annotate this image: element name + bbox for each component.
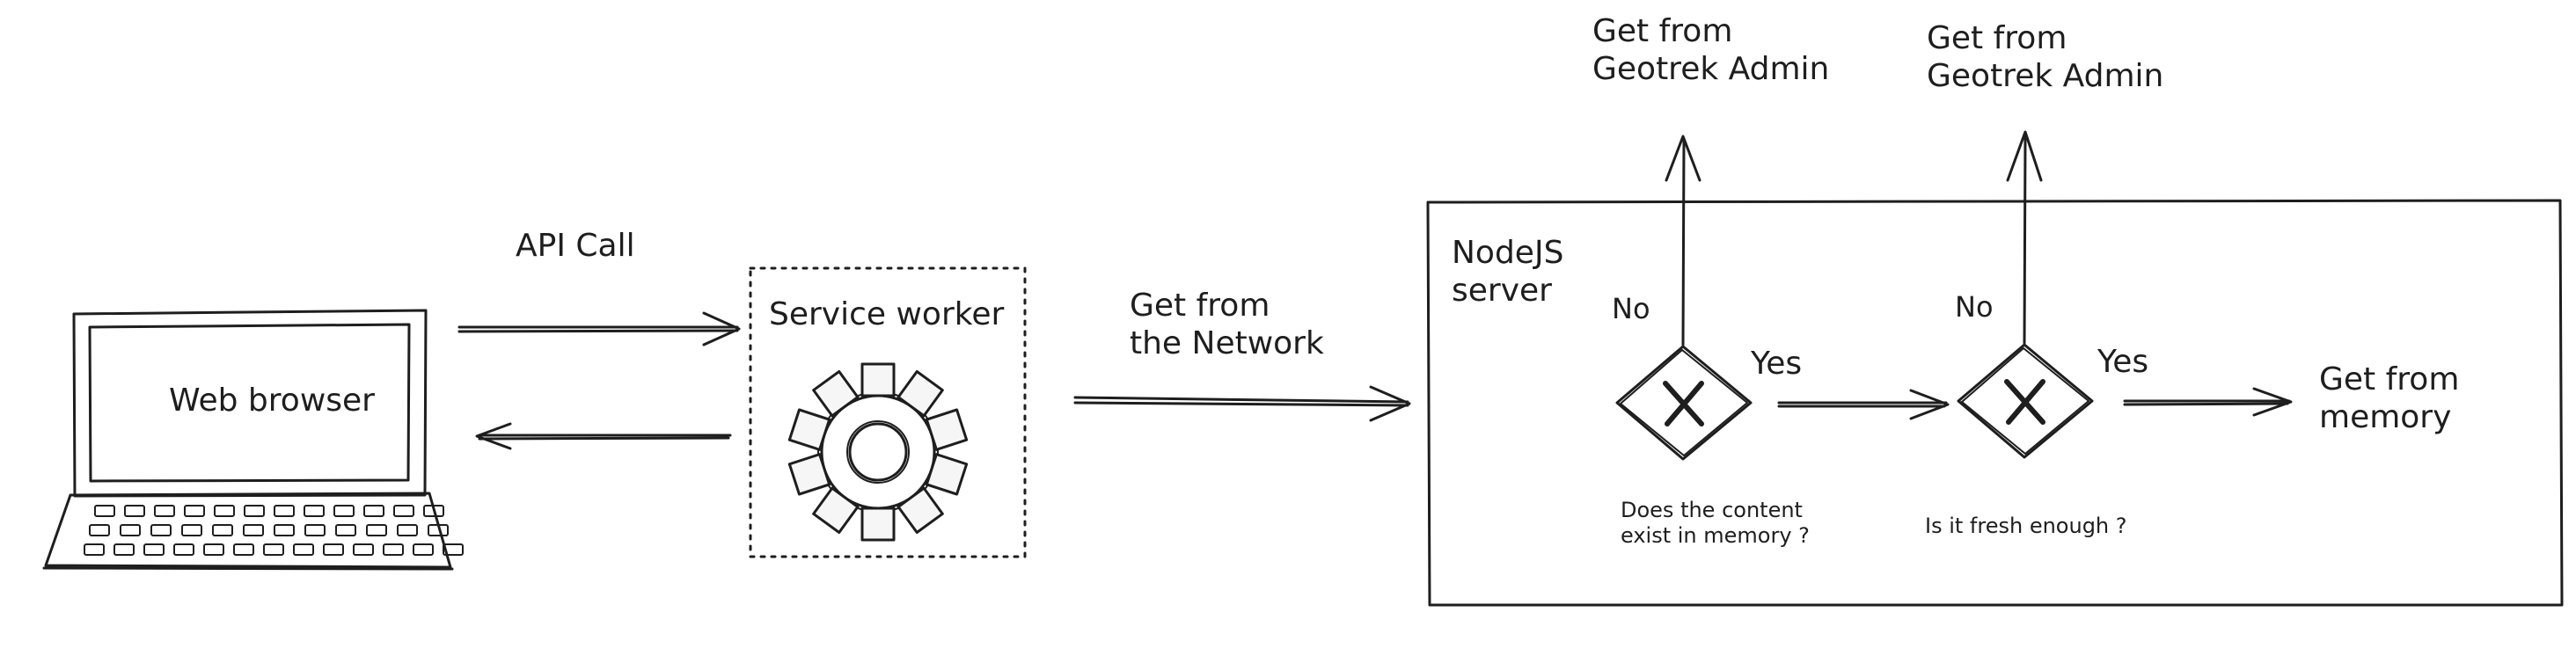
- network-arrow: [1073, 385, 1411, 422]
- response-arrow: [475, 422, 732, 450]
- yes-label-2: Yes: [2097, 344, 2149, 380]
- no-label-1: No: [1612, 292, 1650, 325]
- laptop-icon: [42, 309, 454, 571]
- gear-icon: [787, 362, 969, 542]
- api-call-label: API Call: [516, 228, 635, 264]
- keyboard-keys: [84, 505, 464, 556]
- nodejs-server-box: [1426, 199, 2564, 607]
- no-arrow-2: [2006, 130, 2043, 345]
- nodejs-server-label: NodeJS server: [1452, 235, 1564, 310]
- decision-diamond-1: [1615, 345, 1753, 461]
- yes-label-1: Yes: [1751, 346, 1803, 382]
- decision-diamond-2: [1957, 343, 2094, 459]
- no-arrow-1: [1665, 135, 1701, 346]
- api-call-arrow: [457, 311, 741, 346]
- web-browser-label: Web browser: [169, 383, 375, 419]
- question-2-label: Is it fresh enough ?: [1925, 514, 2127, 538]
- yes-arrow-1: [1777, 389, 1950, 420]
- get-geotrek-admin-2-label: Get from Geotrek Admin: [1927, 20, 2164, 95]
- get-geotrek-admin-1-label: Get from Geotrek Admin: [1592, 13, 1830, 88]
- yes-arrow-2: [2123, 387, 2293, 417]
- get-from-memory-label: Get from memory: [2319, 361, 2460, 436]
- service-worker-box: [749, 266, 1027, 558]
- get-from-network-label: Get from the Network: [1130, 288, 1324, 362]
- service-worker-label: Service worker: [769, 296, 1005, 332]
- no-label-2: No: [1955, 290, 1994, 324]
- question-1-label: Does the content exist in memory ?: [1621, 498, 1810, 548]
